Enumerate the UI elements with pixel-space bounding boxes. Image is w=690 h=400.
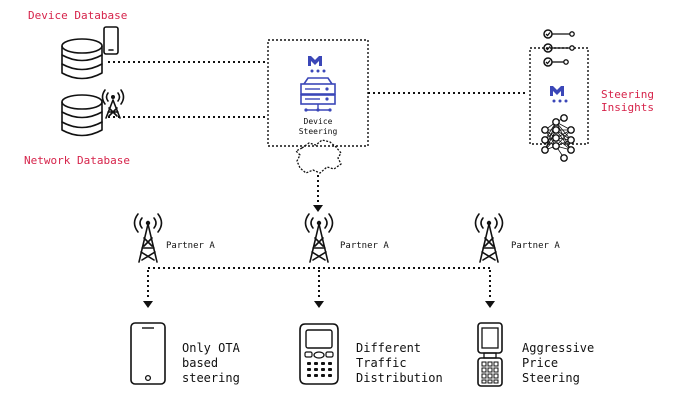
partner-label: Partner A	[511, 241, 560, 251]
feature-phone-icon	[299, 323, 339, 385]
outcome-1-line-2: based	[182, 356, 218, 370]
device-steering-label-2: Steering	[299, 127, 338, 136]
neural-network-icon	[541, 114, 575, 162]
network-database-label: Network Database	[24, 154, 130, 167]
outcome-3-line-2: Price	[522, 356, 558, 370]
arrow-down-icon	[143, 301, 153, 308]
brand-logo-icon	[308, 56, 326, 73]
arrow-down-icon	[485, 301, 495, 308]
arrow-down-icon	[313, 205, 323, 212]
outcome-2-line-1: Different	[356, 341, 421, 355]
outcome-3-line-1: Aggressive	[522, 341, 594, 355]
candybar-phone-icon	[477, 322, 503, 387]
partner-tower-icon	[304, 213, 334, 263]
partner-tower-icon	[474, 213, 504, 263]
partner-label: Partner A	[166, 241, 215, 251]
smartphone-icon	[130, 322, 166, 385]
outcome-2-line-3: Distribution	[356, 371, 443, 385]
outcome-1-line-3: steering	[182, 371, 240, 385]
arrow-down-icon	[314, 301, 324, 308]
device-database-icon	[61, 38, 103, 80]
outcome-2-line-2: Traffic	[356, 356, 407, 370]
partner-label: Partner A	[340, 241, 389, 251]
partner-tower-icon	[133, 213, 163, 263]
device-steering-label-1: Device	[304, 117, 333, 126]
outcome-1-line-1: Only OTA	[182, 341, 241, 355]
region-map-icon	[294, 139, 342, 174]
brand-logo-insights-icon	[550, 86, 568, 103]
cell-tower-icon	[101, 89, 125, 119]
steering-insights-label-1: Steering	[601, 88, 654, 101]
smartphone-icon	[103, 26, 119, 55]
settings-checklist-icon	[543, 29, 575, 67]
network-database-icon	[61, 94, 103, 137]
outcome-3-line-3: Steering	[522, 371, 580, 385]
steering-insights-label-2: Insights	[601, 101, 654, 114]
router-icon	[300, 77, 336, 112]
device-database-label: Device Database	[28, 9, 127, 22]
